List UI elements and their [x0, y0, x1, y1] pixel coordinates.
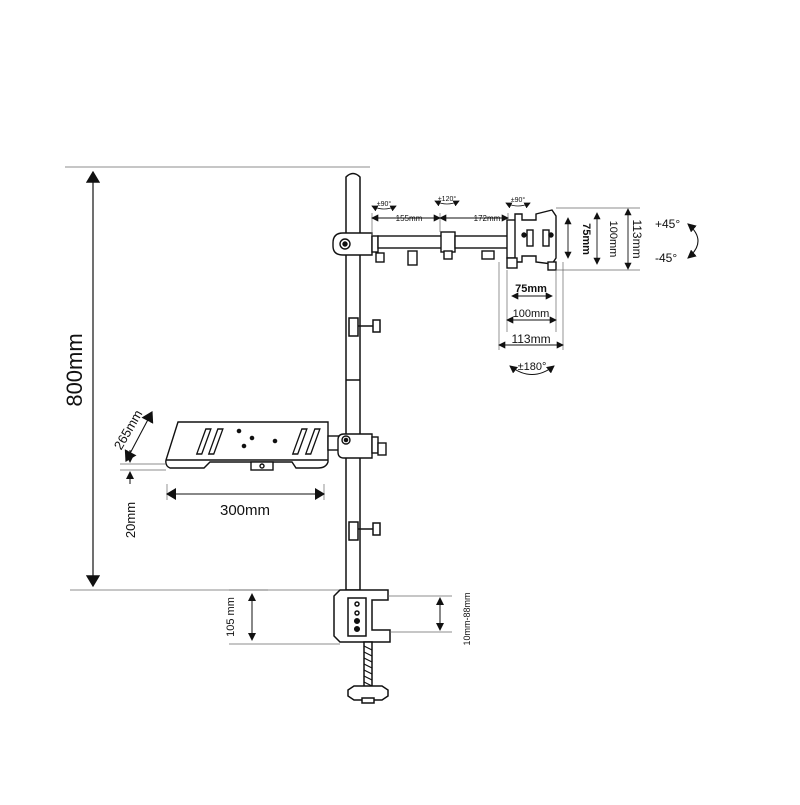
- vesa-small-v: 75mm: [580, 223, 592, 255]
- height-dimension: 800mm: [62, 166, 370, 591]
- desk-clamp: [333, 589, 391, 704]
- vesa-horizontal-dimensions: 75mm 100mm 113mm: [498, 262, 564, 350]
- vesa-large-h: 113mm: [511, 332, 550, 346]
- tilt-down-label: -45°: [655, 251, 677, 265]
- swivel-2-label: ±120°: [438, 195, 457, 203]
- vesa-small-h: 75mm: [515, 283, 547, 295]
- rotation-indicator: ±180°: [509, 361, 555, 375]
- arm-2-length: 172mm: [474, 214, 501, 223]
- pole: [345, 172, 381, 591]
- arm-1-length: 155mm: [396, 214, 423, 223]
- tilt-indicator: +45° -45°: [655, 217, 699, 265]
- laptop-tray: [165, 421, 387, 471]
- swivel-1-label: ±90°: [377, 200, 392, 208]
- desk-range-label: 10mm-88mm: [462, 592, 472, 645]
- arm-dimensions: 155mm 172mm ±90° ±120° ±90°: [371, 195, 531, 236]
- clamp-dimensions: 105 mm 10mm-88mm: [225, 589, 472, 646]
- clamp-height-label: 105 mm: [225, 597, 237, 637]
- height-label: 800mm: [62, 333, 87, 406]
- tray-depth-label: 265mm: [111, 407, 146, 452]
- vesa-vertical-dimensions: 75mm 100mm 113mm: [556, 207, 644, 271]
- vesa-large-v: 113mm: [630, 219, 644, 258]
- rotation-label: ±180°: [518, 361, 547, 373]
- vesa-mid-v: 100mm: [607, 221, 619, 258]
- vesa-mid-h: 100mm: [513, 308, 550, 320]
- swivel-3-label: ±90°: [511, 196, 526, 204]
- tilt-up-label: +45°: [655, 217, 680, 231]
- tray-lip-label: 20mm: [123, 502, 138, 538]
- tray-width-label: 300mm: [220, 502, 270, 519]
- monitor-arm: [332, 209, 557, 271]
